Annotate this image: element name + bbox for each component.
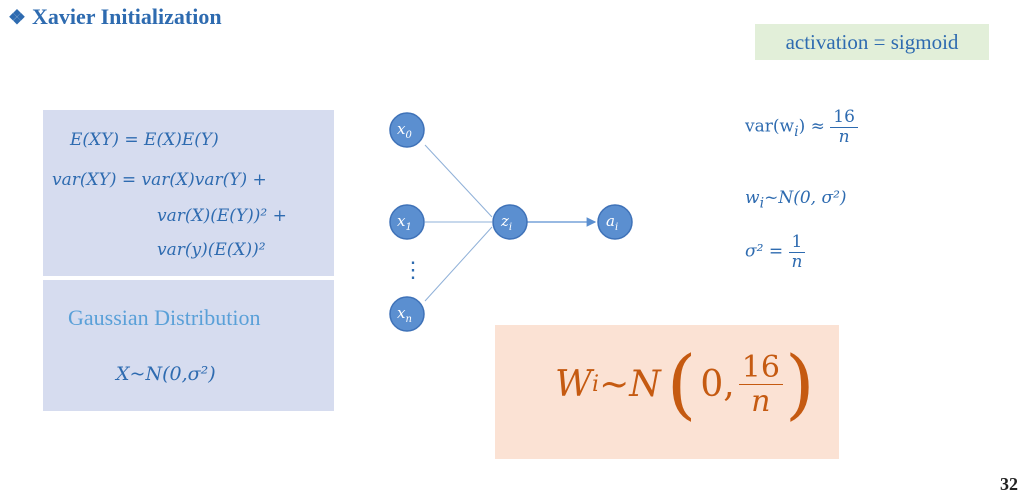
node-x0-label: x0 [397, 120, 412, 141]
node-x0 [389, 112, 425, 148]
activation-box: activation = sigmoid [755, 24, 989, 60]
node-x1 [389, 204, 425, 240]
activation-text: activation = sigmoid [785, 29, 959, 54]
edge-x0-z [424, 144, 493, 218]
node-xn [389, 296, 425, 332]
node-x1-label: x1 [397, 212, 412, 233]
formula-variance-line1: var(XY) = var(X)var(Y) + [52, 170, 267, 190]
edge-xn-z [424, 226, 493, 302]
neural-network-diagram: x0 x1 ⋮ xn zi ai [389, 112, 633, 332]
node-zi [492, 204, 528, 240]
gaussian-label: Gaussian Distribution [68, 305, 261, 330]
ellipsis-dots: ⋮ [402, 258, 424, 283]
node-xn-label: xn [397, 304, 412, 325]
page-number: 32 [1000, 474, 1018, 494]
weight-distribution-formula: wi~N(0, σ²) [745, 188, 847, 212]
right-paren: ) [784, 339, 815, 428]
gaussian-formula: X~N(0,σ²) [116, 363, 216, 385]
node-ai-label: ai [606, 212, 618, 233]
expectation-formula-box [43, 110, 334, 276]
diamond-bullet-icon: ❖ [8, 6, 26, 29]
formula-variance-line2: var(X)(E(Y))² + [157, 206, 287, 226]
formula-expectation: E(XY) = E(X)E(Y) [70, 130, 219, 150]
node-ai [597, 204, 633, 240]
node-zi-label: zi [500, 212, 512, 233]
gaussian-box [43, 280, 334, 411]
slide-title-text: Xavier Initialization [31, 4, 222, 29]
slide-title: ❖ Xavier Initialization [8, 4, 222, 30]
left-paren: ( [666, 339, 697, 428]
result-formula-box [495, 325, 839, 459]
formula-variance-line3: var(y)(E(X))² [157, 240, 266, 260]
